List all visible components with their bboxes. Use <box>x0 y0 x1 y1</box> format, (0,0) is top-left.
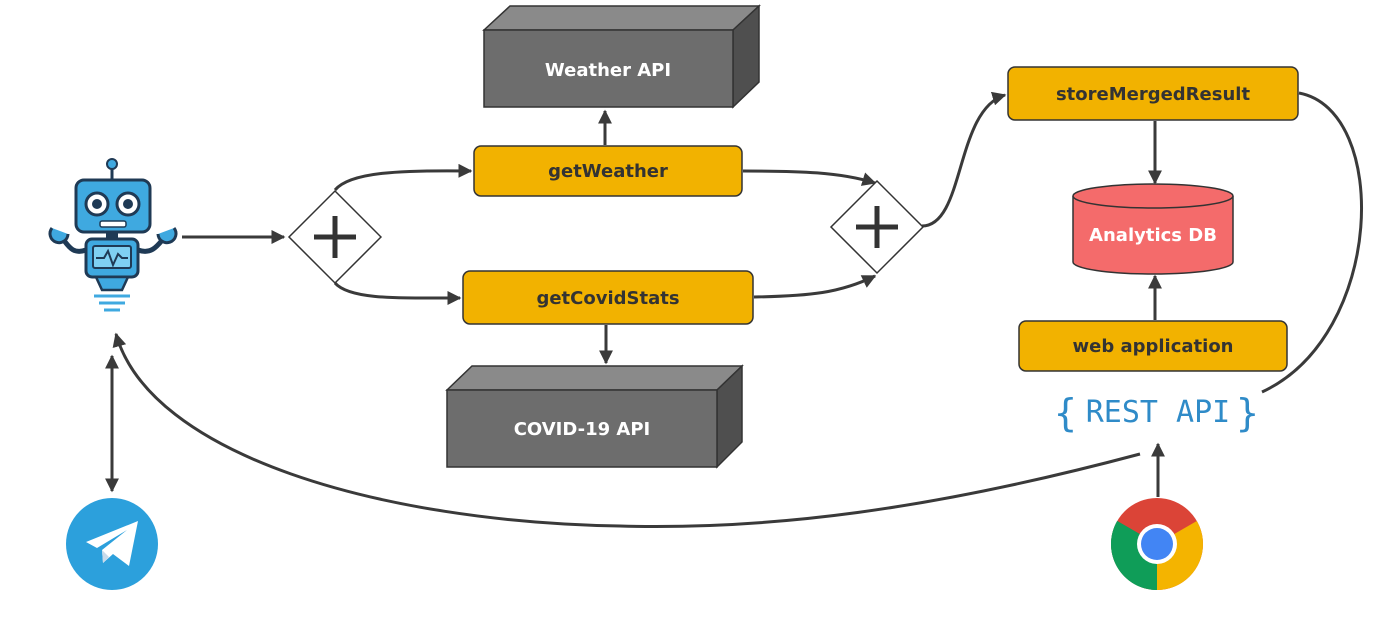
connectors <box>105 91 1364 528</box>
parallel-gateway-split[interactable] <box>287 189 383 285</box>
get-covid-stats-label: getCovidStats <box>536 288 679 309</box>
covid-api-label: COVID-19 API <box>514 419 651 440</box>
svg-text:{: { <box>1054 391 1077 435</box>
plus-icon <box>856 206 898 248</box>
task-web-application[interactable]: web application <box>1018 320 1288 372</box>
get-weather-label: getWeather <box>548 161 668 182</box>
task-get-weather[interactable]: getWeather <box>473 145 743 197</box>
store-merged-result-label: storeMergedResult <box>1056 84 1251 105</box>
analytics-db-label: Analytics DB <box>1089 225 1217 246</box>
robot-icon[interactable] <box>48 158 178 312</box>
chrome-icon[interactable] <box>1111 498 1203 590</box>
connector-split-to-getweather <box>333 163 473 192</box>
connector-getweather-to-join <box>742 169 877 186</box>
connector-join-to-store <box>921 91 1007 228</box>
connector-getcovidstats-to-join <box>753 274 877 299</box>
parallel-gateway-join[interactable] <box>829 179 925 275</box>
connector-rest-api-to-bot <box>112 332 1141 528</box>
task-store-merged-result[interactable]: storeMergedResult <box>1007 66 1299 121</box>
rest-api-logo: { REST API } <box>1054 391 1259 435</box>
task-get-covid-stats[interactable]: getCovidStats <box>462 270 754 325</box>
weather-api-box: Weather API <box>482 4 761 109</box>
analytics-db: Analytics DB <box>1072 183 1234 275</box>
web-application-label: web application <box>1072 336 1233 357</box>
telegram-icon[interactable] <box>66 498 158 590</box>
covid-api-box: COVID-19 API <box>445 364 744 469</box>
svg-text:}: } <box>1236 391 1259 435</box>
weather-api-label: Weather API <box>545 60 671 81</box>
plus-icon <box>314 216 356 258</box>
rest-api-label: REST API <box>1086 395 1231 430</box>
connector-store-to-rest-api <box>1261 91 1364 394</box>
connector-split-to-getcovidstats <box>333 281 462 306</box>
